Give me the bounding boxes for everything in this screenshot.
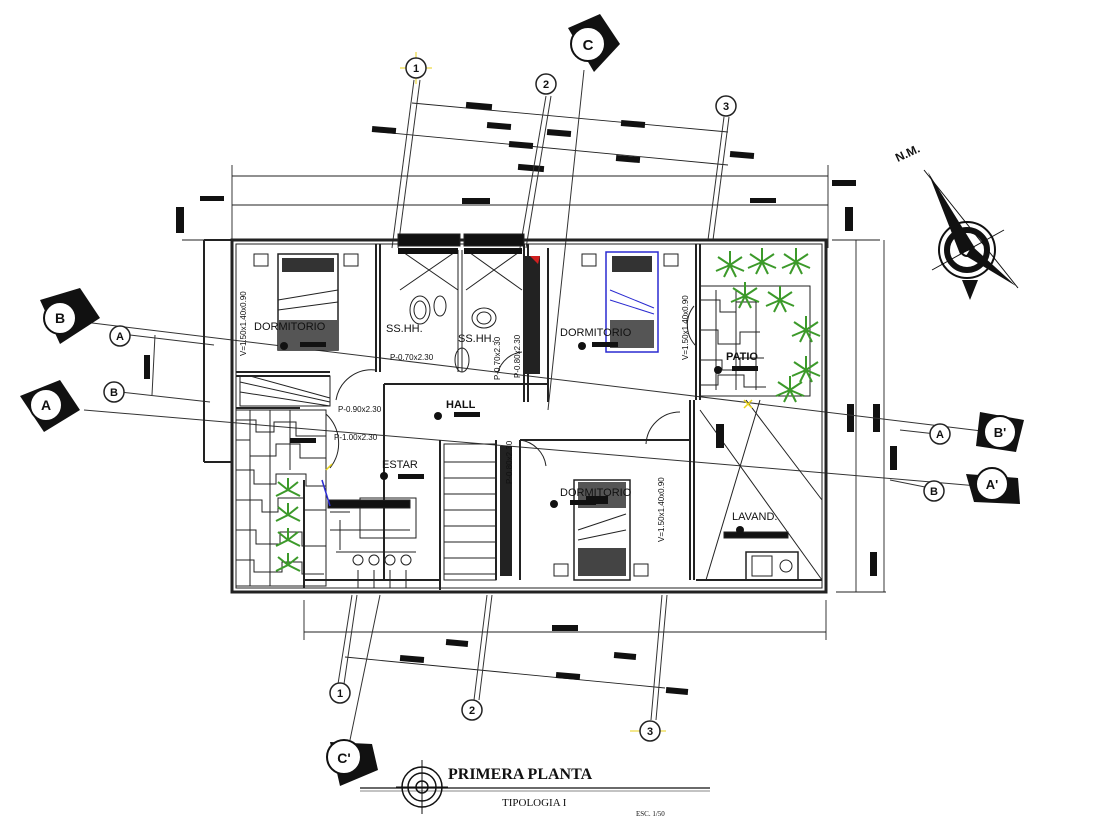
window-tag-v2: V=1.50x1.40x0.90 [681,295,690,360]
svg-text:A: A [41,397,51,413]
svg-text:2: 2 [469,705,475,717]
grid-bubble-right-b: B [923,480,945,502]
dimension-lines-bottom [303,600,827,695]
title-primera-planta: PRIMERA PLANTA [448,766,593,783]
window-tag-v3: V=1.50x1.40x0.90 [657,477,666,542]
blue-door-marks [321,479,331,507]
exterior-walls [203,238,828,594]
dimension-lines-top [176,101,880,248]
svg-text:C: C [583,37,594,54]
svg-text:3: 3 [647,726,653,738]
room-label-hall: HALL [446,399,476,411]
yellow-markers [325,399,753,471]
staircase [443,443,497,581]
svg-text:1: 1 [413,63,419,75]
door-swings [325,305,697,469]
section-marker-a-prime-right: A' [966,467,1020,504]
grid-bubble-bottom-2: 2 [461,699,483,721]
grid-bubble-right-a: A [929,423,951,445]
svg-text:B: B [930,486,938,498]
svg-text:A': A' [986,477,998,492]
bed-dorm1 [253,253,359,351]
grid-bubble-bottom-1: 1 [329,682,351,704]
section-marker-b-prime-right: B' [976,412,1024,452]
window-tag-v1: V=1.50x1.40x0.90 [239,291,248,356]
grid-bubble-bottom-3: 3 [630,720,666,742]
section-marker-b-left: B [40,288,100,344]
title-block: PRIMERA PLANTA TIPOLOGIA I ESC. 1/50 [360,760,710,818]
grid-bubble-top-2: 2 [535,73,557,95]
room-label-lavanderia: LAVAND. [732,511,777,523]
door-tag-p6: P-0.80x2.30 [505,440,514,484]
section-marker-a-left: A [20,380,80,432]
door-leaves [500,256,540,576]
door-tag-p4: P-0.70x2.30 [493,336,502,380]
room-label-patio: PATIO [726,351,758,363]
room-labels: DORMITORIO SS.HH. SS.HH. DORMITORIO PATI… [254,321,777,523]
room-label-estar: ESTAR [382,459,418,471]
svg-text:B: B [55,310,65,326]
bed-dorm2 [581,251,679,353]
room-label-dormitorio-2: DORMITORIO [560,327,632,339]
room-label-sshh-2: SS.HH. [458,333,495,345]
section-markers: B A C B' A' C' [20,14,1024,786]
grid-axis-lines [337,69,730,741]
scale-note: ESC. 1/50 [636,810,665,818]
estar-furniture [327,497,417,588]
stone-wall-texture [235,285,811,587]
grid-bubble-left-b: B [103,381,125,403]
door-tag-p2: P-1.00x2.30 [334,433,378,442]
svg-text:A: A [936,429,944,441]
svg-text:B: B [110,387,118,399]
section-marker-c-top: C [568,14,620,72]
level-markers [280,248,758,534]
svg-text:C': C' [337,750,350,766]
svg-text:1: 1 [337,688,343,700]
grid-bubbles: 1 2 3 1 2 3 A B [103,52,951,742]
door-tag-p3: P-0.70x2.30 [390,353,434,362]
door-tag-p1: P-0.90x2.30 [338,405,382,414]
laundry-sink [699,399,823,581]
opening-tags: P-0.90x2.30 P-1.00x2.30 P-0.70x2.30 P-0.… [239,291,690,542]
section-marker-c-prime-bottom: C' [326,739,378,786]
grid-bubble-top-3: 3 [715,95,737,117]
garden-plants [275,248,821,572]
svg-text:B': B' [994,425,1006,440]
grid-bubble-top-1: 1 [400,52,432,84]
svg-text:3: 3 [723,101,729,113]
svg-text:2: 2 [543,79,549,91]
north-label: N.M. [893,141,922,164]
room-label-sshh-1: SS.HH. [386,323,423,335]
north-arrow: N.M. [893,141,1019,300]
room-label-dormitorio-3: DORMITORIO [560,487,632,499]
room-label-dormitorio-1: DORMITORIO [254,321,326,333]
bathroom-fixtures [397,233,525,373]
dimension-lines-right [836,240,897,593]
svg-text:A: A [116,331,124,343]
subtitle-tipologia: TIPOLOGIA I [502,797,567,809]
grid-bubble-left-a: A [109,325,131,347]
door-tag-p5: P-0.80x2.30 [513,334,522,378]
